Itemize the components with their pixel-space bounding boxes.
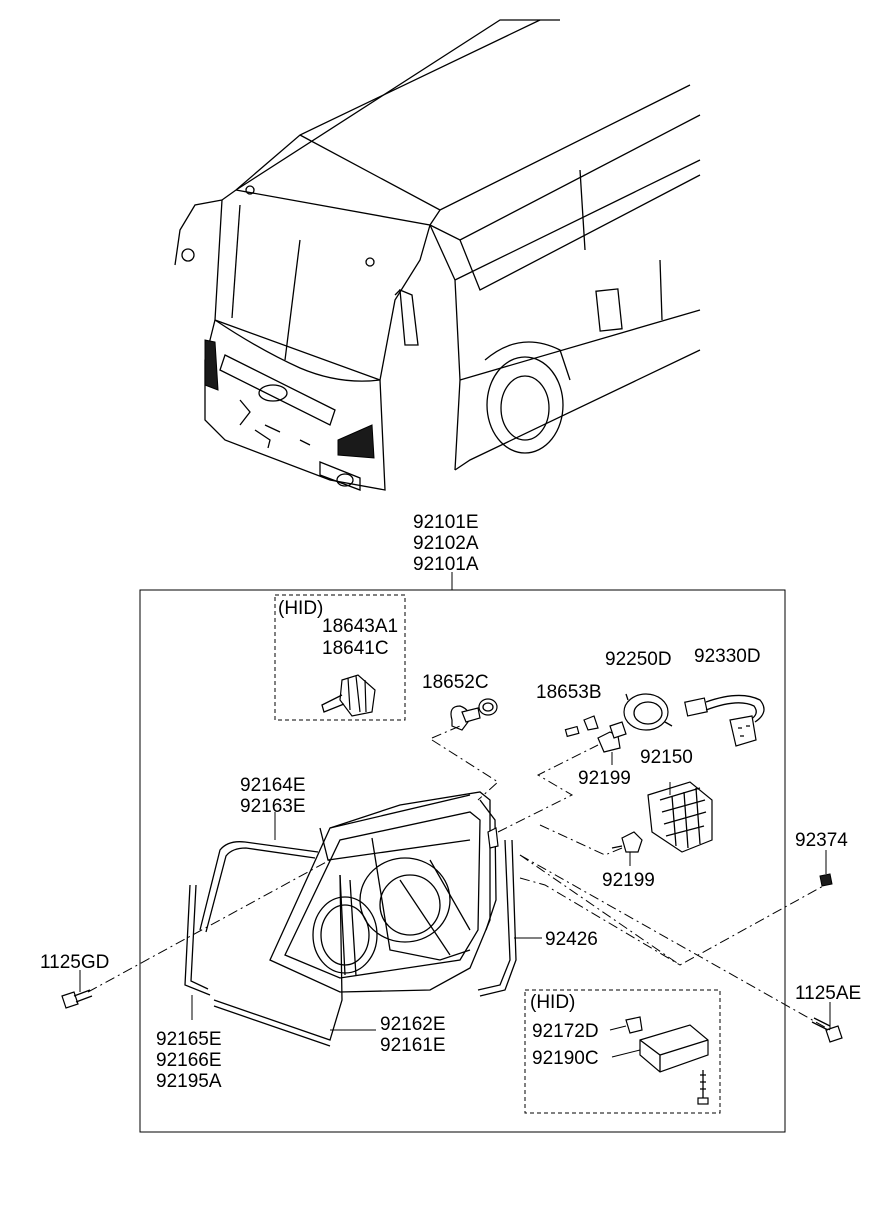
label-18652c: 18652C [422, 672, 489, 693]
label-18641c: 18641C [322, 638, 389, 659]
socket-92199-lower [611, 831, 643, 866]
label-18653b: 18653B [536, 682, 602, 703]
label-92250d: 92250D [605, 649, 672, 670]
hid-ballast-part [609, 1016, 709, 1105]
label-92101e: 92101E [413, 512, 479, 533]
label-92165e: 92165E [156, 1029, 222, 1050]
label-92374: 92374 [795, 830, 848, 851]
label-92162e: 92162E [380, 1014, 446, 1035]
socket-92199-upper [597, 721, 627, 765]
label-92330d: 92330D [694, 646, 761, 667]
bulb-18652c [450, 698, 498, 731]
screw-92374 [819, 850, 833, 887]
cover-92150 [647, 781, 713, 853]
hid-tag-bulb: (HID) [278, 598, 323, 619]
label-92163e: 92163E [240, 796, 306, 817]
label-1125gd: 1125GD [40, 952, 109, 973]
label-92190c: 92190C [532, 1048, 599, 1069]
label-92172d: 92172D [532, 1021, 599, 1042]
label-92426: 92426 [545, 929, 598, 950]
cap-92250d [623, 693, 673, 731]
hid-bulb-box [274, 594, 406, 721]
assembly-frame [139, 589, 786, 1133]
label-92101a: 92101A [413, 554, 479, 575]
label-92195a: 92195A [156, 1071, 222, 1092]
hid-ballast-box [524, 989, 721, 1114]
harness-92330d [684, 694, 765, 747]
label-92102a: 92102A [413, 533, 479, 554]
bolt-1125gd [61, 970, 93, 1009]
bus-illustration [174, 19, 701, 491]
label-1125ae: 1125AE [795, 983, 861, 1004]
gasket-lines [184, 839, 517, 1047]
label-18643a1: 18643A1 [322, 616, 398, 637]
label-92199-lower: 92199 [602, 870, 655, 891]
hid-tag-ballast: (HID) [530, 992, 575, 1013]
bulb-18653b [564, 715, 599, 738]
label-leaders [191, 812, 542, 1031]
headlamp-body [269, 791, 499, 993]
label-92150: 92150 [640, 747, 693, 768]
dashed-leaders [87, 725, 831, 1031]
label-92166e: 92166E [156, 1050, 222, 1071]
label-92161e: 92161E [380, 1035, 446, 1056]
label-92164e: 92164E [240, 775, 306, 796]
hid-bulb-part [321, 674, 376, 717]
label-92199-upper: 92199 [578, 768, 631, 789]
